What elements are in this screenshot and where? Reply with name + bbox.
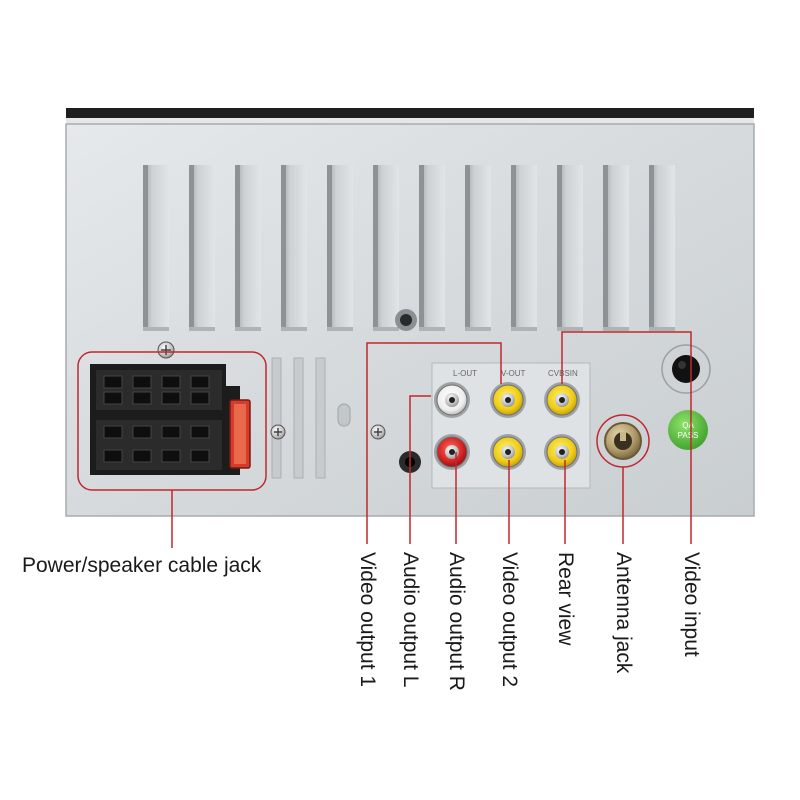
connector-pin [132,375,152,389]
rca-jack-audio-r [434,434,470,470]
connector-pin [132,449,152,463]
connector-pin [103,449,123,463]
connector-pin [190,425,210,439]
label-video-output-1: Video output 1 [356,552,379,688]
fin [557,165,583,331]
vent-oval [337,403,351,427]
fin [511,165,537,331]
rca-jack-video-out-2 [490,434,526,470]
fin [419,165,445,331]
label-antenna-jack: Antenna jack [612,552,635,674]
label-video-output-2: Video output 2 [498,552,521,688]
qa-pass-badge: QA PASS [668,410,708,450]
connector-pin [190,391,210,405]
heat-sink-fins [143,165,675,331]
callout-lines [77,331,692,548]
connector-pin [161,391,181,405]
rca-jack-video-in [544,382,580,418]
rca-jack-video-out-1 [490,382,526,418]
leader-video-output-1 [366,342,502,544]
fin [143,165,169,331]
vent-slots [271,357,351,479]
fin [281,165,307,331]
connector-pin [161,375,181,389]
fin [465,165,491,331]
connector-pins [103,375,210,463]
vent-slot [315,357,326,479]
label-power-speaker-cable-jack: Power/speaker cable jack [22,554,262,577]
connector-pin [161,449,181,463]
power-speaker-connector [90,364,251,475]
port-marking-cvbsin: CVBSIN [548,369,578,378]
connector-pin [190,449,210,463]
fin [327,165,353,331]
rca-jack-audio-l [434,382,470,418]
fin [189,165,215,331]
leader-audio-output-l [409,395,431,544]
antenna-jack-port [604,422,642,460]
port-marking-l-out: L-OUT [453,369,477,378]
chassis-top-edge [66,118,754,126]
connector-pin [103,391,123,405]
fin [603,165,629,331]
connector-pin [132,391,152,405]
vent-slot [271,357,282,479]
mounting-screw-hole-inner [400,314,412,326]
rca-jack-rear-view [544,434,580,470]
fin [373,165,399,331]
label-audio-output-r: Audio output R [445,552,468,691]
connector-pin [190,375,210,389]
video-input-port [661,344,711,394]
connector-pin [103,375,123,389]
fin [649,165,675,331]
vent-slot [293,357,304,479]
badge-line2: PASS [678,431,699,440]
fin [235,165,261,331]
rca-jacks [434,382,580,470]
badge-line1: QA [682,421,694,430]
port-marking-v-out: V-OUT [501,369,526,378]
connector-pin [103,425,123,439]
connector-pin [161,425,181,439]
label-rear-view: Rear view [554,552,577,646]
label-video-input: Video input [680,552,703,657]
leader-video-input [561,331,692,544]
label-audio-output-l: Audio output L [399,552,422,688]
connector-pin [132,425,152,439]
